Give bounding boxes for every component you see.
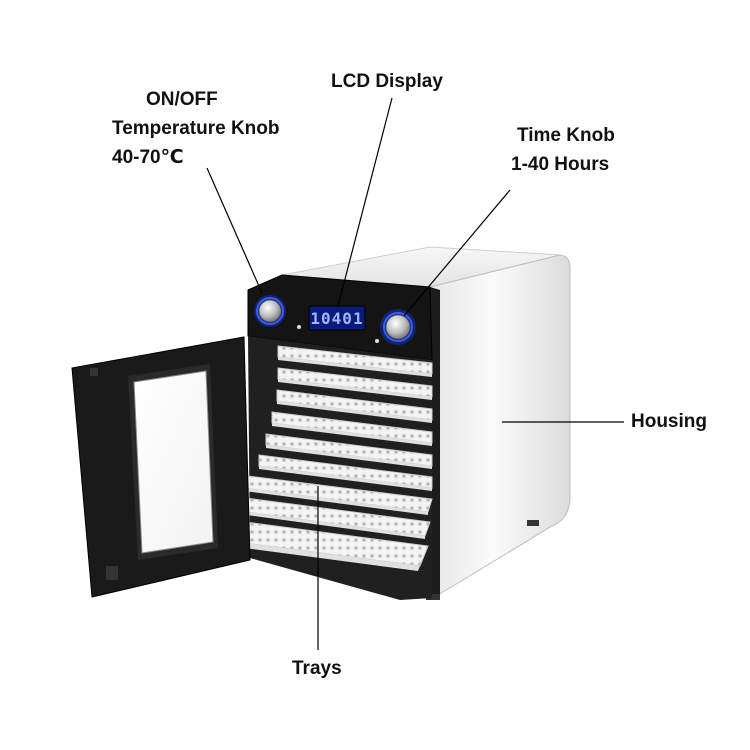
lcd-readout: 10401 <box>310 309 363 328</box>
label-temperature-knob: Temperature Knob <box>112 118 280 139</box>
leader-line-temperature <box>206 167 263 294</box>
indicator-dot-left <box>297 325 301 329</box>
door-hinge <box>106 566 118 580</box>
label-time-range: 1-40 Hours <box>511 154 610 175</box>
door-latch <box>90 368 98 376</box>
label-housing: Housing <box>631 411 707 432</box>
temperature-knob[interactable] <box>254 295 286 327</box>
time-knob[interactable] <box>380 309 416 345</box>
label-temperature-range: 40-70℃ <box>112 147 184 168</box>
leader-line-time <box>403 189 511 317</box>
label-trays: Trays <box>292 658 342 679</box>
door-window <box>133 370 214 554</box>
tray <box>258 454 433 491</box>
lcd-display: 10401 <box>308 305 366 331</box>
tray <box>271 411 433 446</box>
tray <box>265 433 433 469</box>
indicator-dot-right <box>375 339 379 343</box>
leader-line-lcd <box>337 97 393 307</box>
label-lcd-display: LCD Display <box>331 71 443 92</box>
trays <box>221 345 433 571</box>
tray <box>277 367 433 400</box>
tray <box>276 389 433 423</box>
door[interactable] <box>71 336 251 598</box>
tray <box>277 345 433 377</box>
label-on-off: ON/OFF <box>146 89 218 110</box>
label-time-knob: Time Knob <box>517 125 615 146</box>
leader-lines <box>206 97 624 650</box>
